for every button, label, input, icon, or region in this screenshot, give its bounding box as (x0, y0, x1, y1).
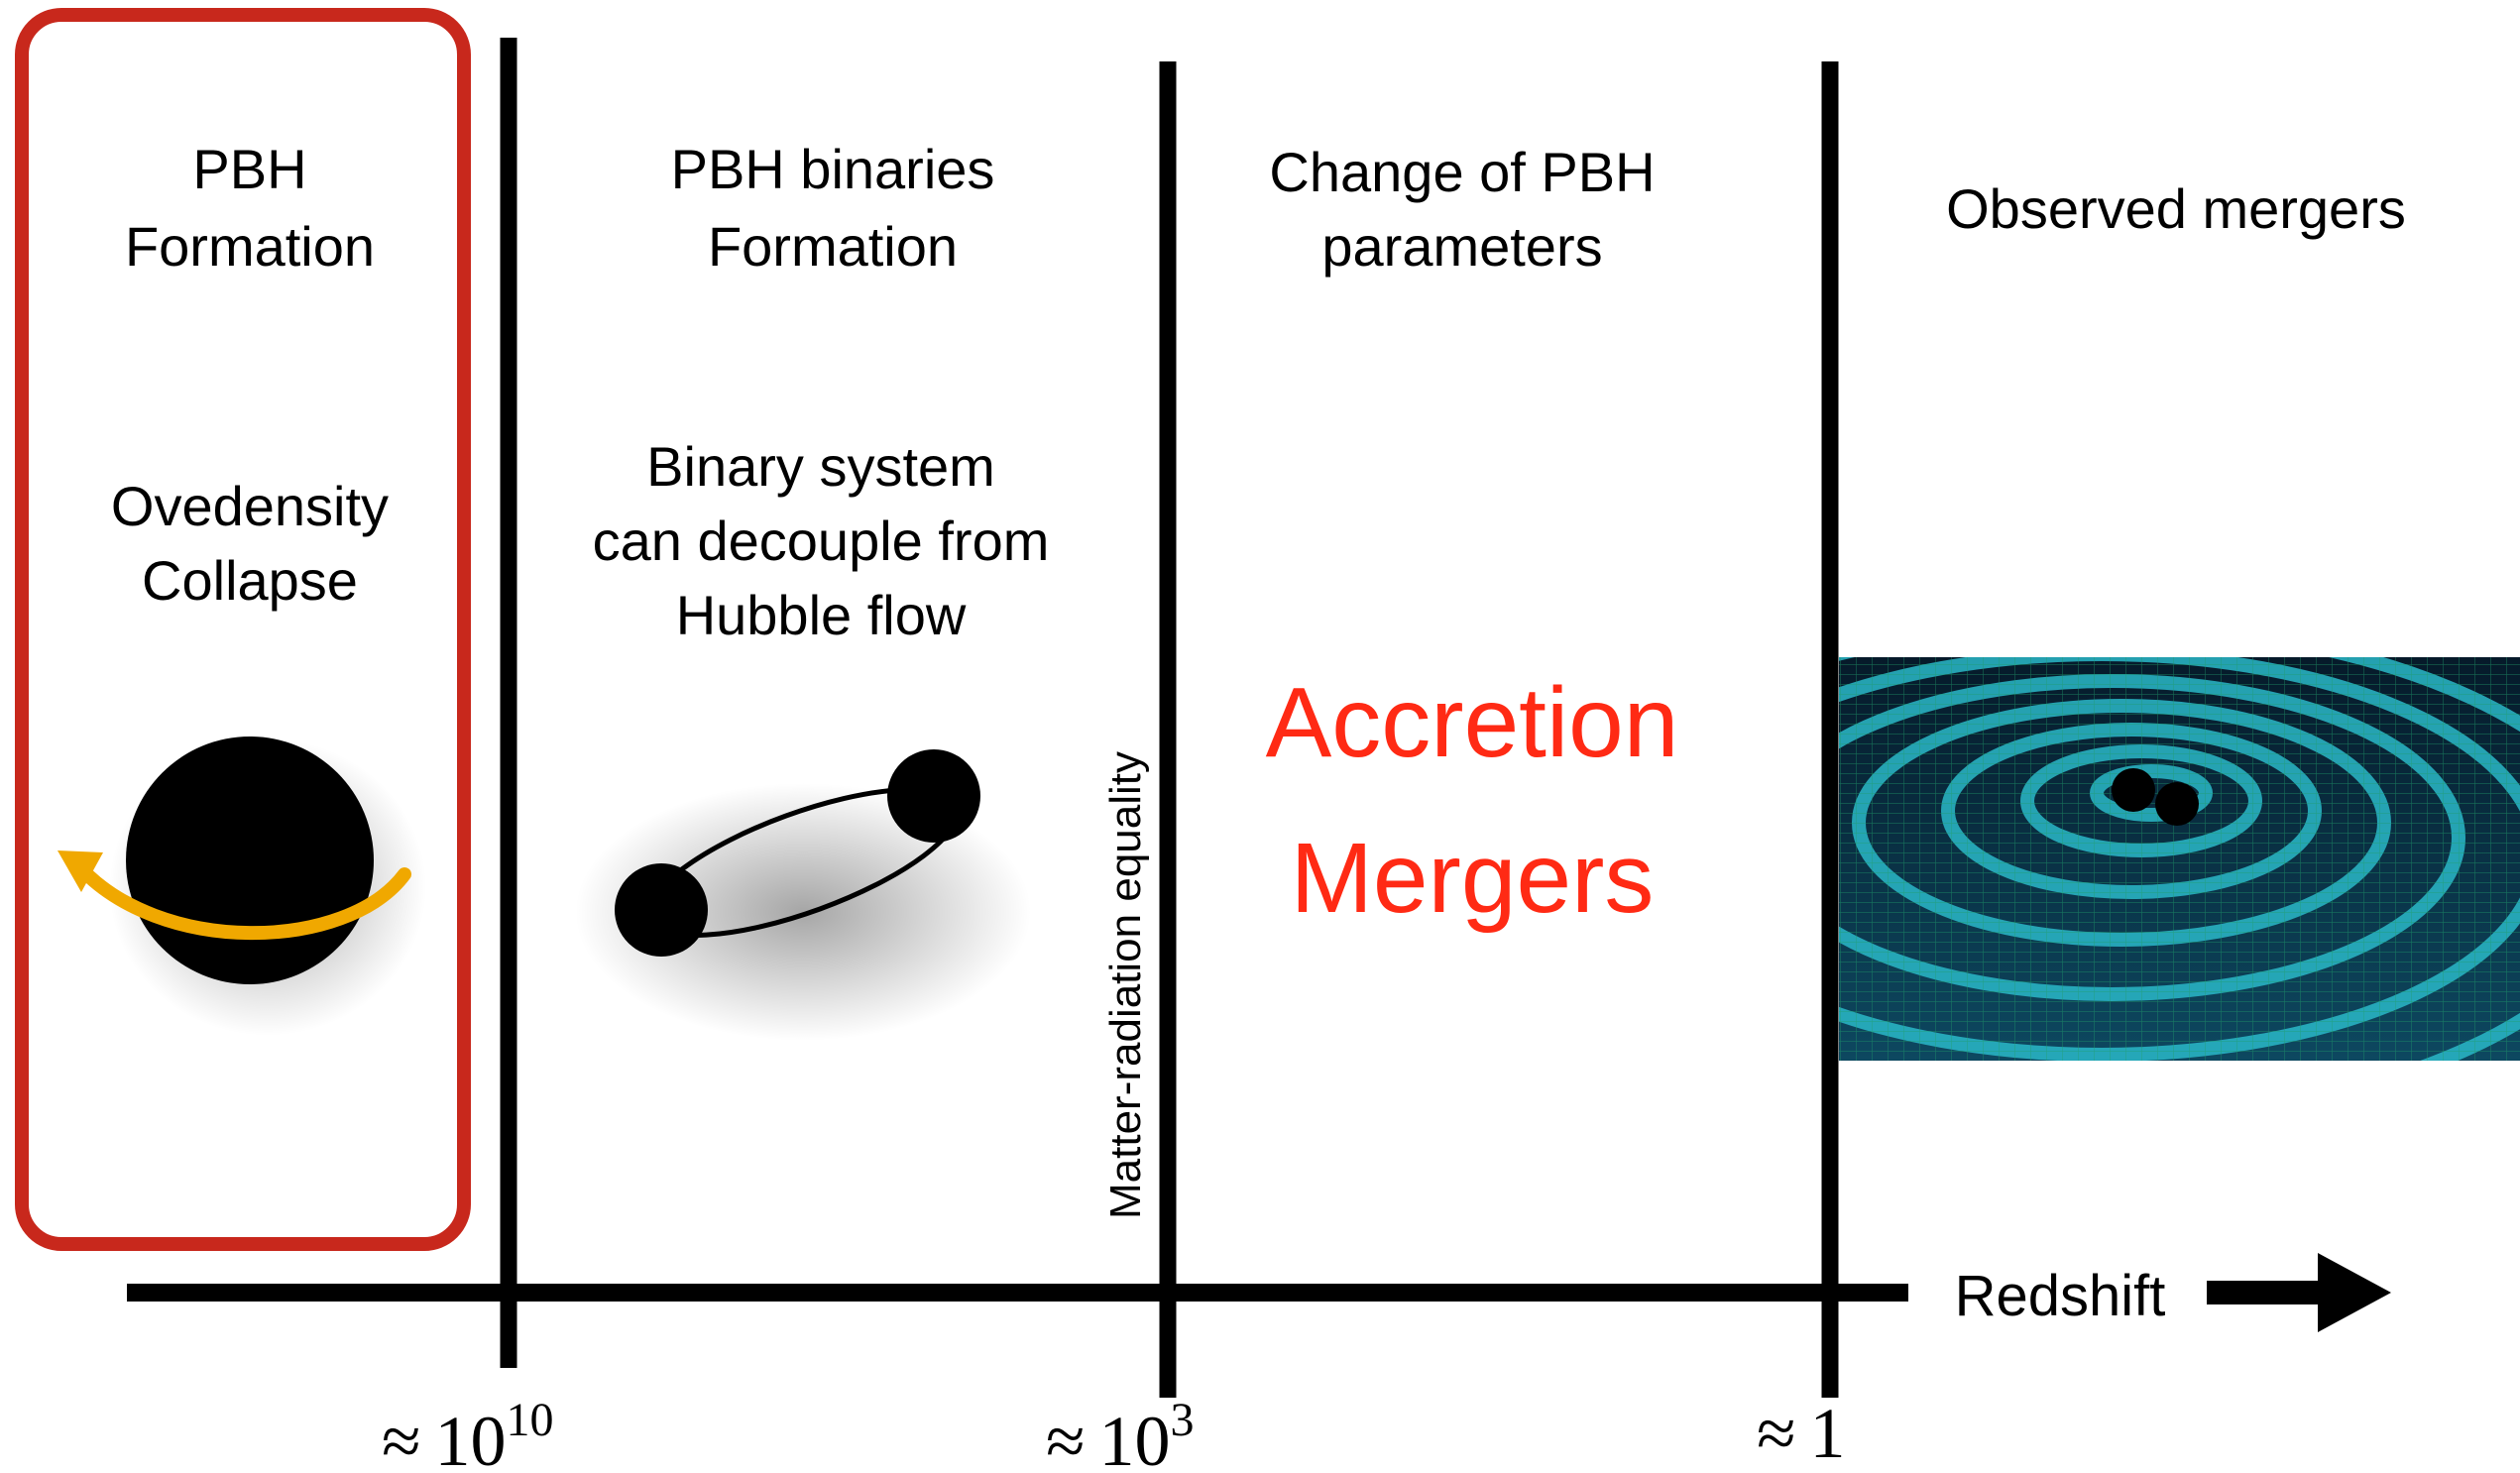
era-2-desc-line3: Hubble flow (676, 584, 967, 646)
axis-label: Redshift (1955, 1264, 2166, 1328)
tick-label-1e3: ≈103 (1046, 1394, 1195, 1473)
tick-label-1: ≈1 (1757, 1394, 1846, 1473)
era-3-title-line2: parameters (1321, 215, 1602, 278)
era-parameter-change: Change of PBH parameters Accretion Merge… (1266, 141, 1679, 934)
era-binaries: PBH binaries Formation Binary system can… (575, 138, 1049, 1041)
era-2-desc-line1: Binary system (646, 435, 995, 498)
era-2-desc-line2: can decouple from (593, 510, 1050, 572)
era-4-title: Observed mergers (1946, 177, 2406, 240)
black-hole-icon (57, 736, 426, 1036)
binary-black-holes-icon (575, 749, 1031, 1041)
tick-label-1e10: ≈1010 (382, 1394, 554, 1473)
era-3-title-line1: Change of PBH (1269, 141, 1655, 203)
era-1-title-line2: Formation (125, 215, 375, 278)
era-3-accretion: Accretion (1266, 667, 1679, 778)
axis-arrow-icon (2207, 1253, 2391, 1332)
era-2-title-line2: Formation (708, 215, 958, 278)
era-2-title-line1: PBH binaries (671, 138, 995, 200)
era-1-title-line1: PBH (192, 138, 306, 200)
era-observed: Observed mergers (1839, 177, 2520, 1061)
equality-label: Matter-radiation equality (1101, 751, 1150, 1219)
era-1-desc-line2: Collapse (142, 549, 358, 612)
highlight-box (15, 8, 471, 1251)
era-formation: PBH Formation Ovedensity Collapse (57, 138, 426, 1036)
era-1-desc-line1: Ovedensity (111, 475, 389, 537)
gravitational-wave-icon (1839, 657, 2520, 1061)
redshift-axis: Redshift (127, 1253, 2391, 1332)
era-3-mergers: Mergers (1291, 823, 1655, 934)
